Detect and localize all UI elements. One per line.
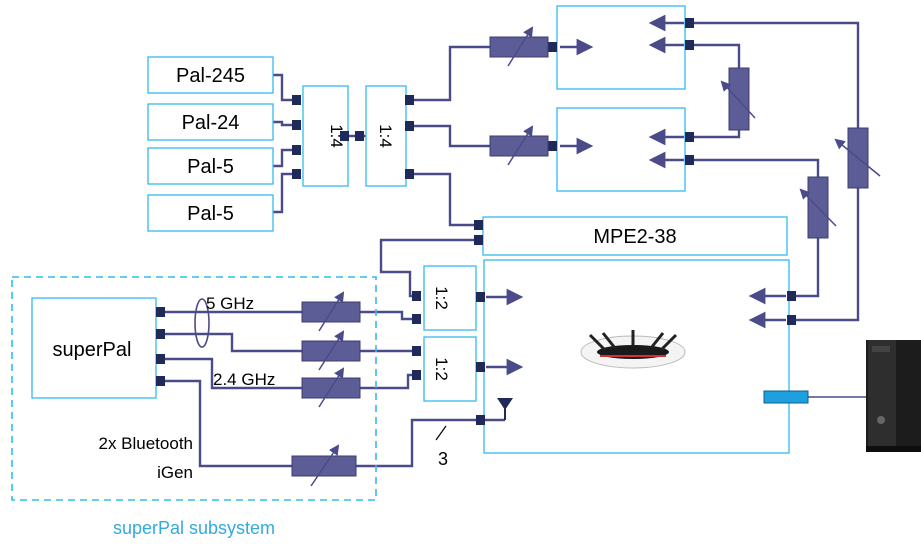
splitter-label: 1:2 (432, 357, 451, 381)
freq-5ghz-label: 5 GHz (206, 294, 254, 313)
superpal-ports (156, 307, 165, 386)
subsystem-label: superPal subsystem (113, 518, 275, 538)
splitter-label: 1:2 (432, 286, 451, 310)
attenuator (728, 67, 750, 131)
bus-slash (435, 425, 447, 441)
source-label: Pal-5 (187, 156, 234, 178)
router-icon (580, 330, 686, 369)
band-group-ring (194, 298, 210, 348)
splitter-1-4-b (365, 85, 407, 187)
source-label: Pal-24 (182, 112, 240, 134)
source-boxes: Pal-245 Pal-24 Pal-5 Pal-5 (147, 56, 274, 232)
variable-attenuators (291, 26, 881, 487)
source-pal-24 (147, 103, 274, 141)
mpe-box (482, 216, 788, 256)
source-pal-5 (147, 194, 274, 232)
freq-24ghz-label: 2.4 GHz (213, 370, 275, 389)
splitter-label: 1:4 (327, 124, 346, 148)
attenuator (489, 36, 549, 58)
source-label: Pal-245 (176, 65, 245, 87)
splitter-1-2-b (423, 336, 477, 402)
superpal-box (31, 297, 157, 399)
bluetooth-label: 2x Bluetooth (98, 434, 193, 453)
splitter-label: 1:4 (376, 124, 395, 148)
device-ports (548, 18, 694, 165)
desktop-computer-icon (866, 340, 921, 452)
splitter-1-2-a (423, 265, 477, 331)
bus-count: 3 (438, 449, 448, 469)
antenna-icon (485, 398, 513, 422)
mpe-label: MPE2-38 (593, 226, 676, 248)
attenuator (489, 135, 549, 157)
igen-label: iGen (157, 463, 193, 482)
superpal-label: superPal (53, 339, 132, 361)
source-pal-5 (147, 147, 274, 185)
source-label: Pal-5 (187, 203, 234, 225)
splitter-ports (292, 95, 414, 179)
small-splitter-ports (412, 291, 796, 425)
source-pal-245 (147, 56, 274, 94)
superpal-subsystem-border (11, 276, 377, 501)
device-box-middle (556, 107, 686, 192)
usb-connector (763, 390, 809, 404)
